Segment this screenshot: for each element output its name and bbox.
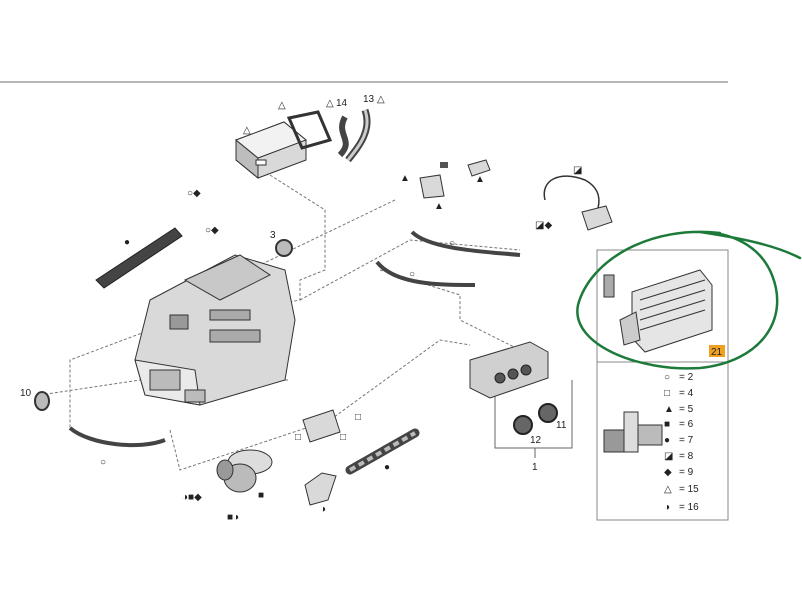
heater-core-part-21 [603, 269, 713, 353]
part-label-1: 1 [532, 462, 538, 473]
legend-symbol: ▲ [664, 404, 674, 415]
part-21-badge [709, 345, 725, 357]
legend-value: = 8 [679, 451, 694, 462]
upper-hose-1 [410, 230, 521, 257]
legend-symbol: △ [664, 484, 672, 495]
actuator-part [302, 409, 341, 443]
legend-value: = 2 [679, 372, 694, 383]
legend-value: = 16 [679, 502, 699, 513]
legend-value: = 6 [679, 419, 694, 430]
legend-symbol: ■ [664, 419, 670, 430]
legend-box [596, 249, 729, 521]
air-filter-part [235, 121, 307, 180]
legend-symbol: ◆ [664, 467, 672, 478]
legend-symbol: ◪ [664, 451, 673, 462]
part-label-12: 12 [530, 435, 542, 446]
svg-text:○◆: ○◆ [205, 225, 219, 236]
svg-text:○: ○ [449, 238, 455, 249]
air-filter-frame [286, 110, 333, 150]
small-bolt [440, 162, 448, 168]
control-panel-part-1 [469, 341, 549, 399]
blower-motor [216, 449, 273, 493]
legend-value: = 9 [679, 467, 694, 478]
bracket-part [304, 472, 337, 506]
knob-part-11 [538, 403, 558, 423]
svg-text:○: ○ [409, 269, 415, 280]
wiring-strip [95, 227, 183, 289]
legend-parts-illustration [603, 411, 663, 453]
svg-text:▲: ▲ [475, 174, 485, 185]
highlight-circle [576, 230, 802, 370]
part-label-21: 21 [711, 347, 723, 358]
temp-sensor [467, 159, 491, 177]
legend-value: = 15 [679, 484, 699, 495]
svg-text:■◑: ■◑ [227, 512, 239, 523]
leader-lines [39, 174, 521, 471]
svg-text:●: ● [384, 462, 390, 473]
hvac-housing [134, 254, 296, 406]
part-label-13: 13 [363, 94, 375, 105]
upper-hose-2 [375, 260, 476, 287]
part-symbols: △ △ △ △ ○◆ ○◆ ● ▲ ▲ ▲ ○ ○ ◪ ◪◆ ○ ◑■◆ ■◑ … [100, 94, 582, 523]
svg-text:□: □ [340, 432, 346, 443]
svg-text:□: □ [295, 432, 301, 443]
part-label-14: 14 [336, 98, 348, 109]
lower-hose [68, 426, 166, 448]
svg-text:◑: ◑ [320, 504, 326, 515]
svg-text:■: ■ [258, 490, 264, 501]
legend-value: = 4 [679, 388, 694, 399]
svg-text:◑■◆: ◑■◆ [182, 492, 202, 503]
knob-part-12 [513, 415, 533, 435]
svg-text:◪: ◪ [573, 165, 582, 176]
legend-symbol: ○ [664, 372, 670, 383]
svg-text:○: ○ [100, 457, 106, 468]
part-label-3: 3 [270, 230, 276, 241]
sensor-cable [543, 175, 600, 209]
svg-text:□: □ [355, 412, 361, 423]
svg-text:△: △ [278, 100, 286, 111]
part-label-10: 10 [20, 388, 32, 399]
part-label-11: 11 [556, 420, 567, 431]
grommet-part-3 [275, 239, 293, 257]
svg-text:▲: ▲ [400, 173, 410, 184]
legend-value: = 7 [679, 435, 694, 446]
legend-symbol: ● [664, 435, 670, 446]
svg-text:●: ● [124, 237, 130, 248]
svg-text:▲: ▲ [434, 201, 444, 212]
svg-text:◪◆: ◪◆ [535, 220, 552, 231]
sensor-module [581, 205, 613, 231]
svg-text:△: △ [243, 125, 251, 136]
legend-symbol: □ [664, 388, 670, 399]
resistor-part [419, 174, 445, 199]
legend-entries: ○ = 2 □ = 4 ▲ = 5 ■ = 6 ● = 7 ◪ = 8 ◆ = … [664, 372, 699, 513]
legend-symbol: ◑ [664, 502, 670, 513]
part-1-bracket [494, 380, 573, 458]
svg-text:○◆: ○◆ [187, 188, 201, 199]
svg-text:△: △ [326, 98, 334, 109]
legend-value: = 5 [679, 404, 694, 415]
cap-part-10 [34, 391, 50, 411]
svg-text:△: △ [377, 94, 385, 105]
hose-part-14 [337, 115, 349, 158]
